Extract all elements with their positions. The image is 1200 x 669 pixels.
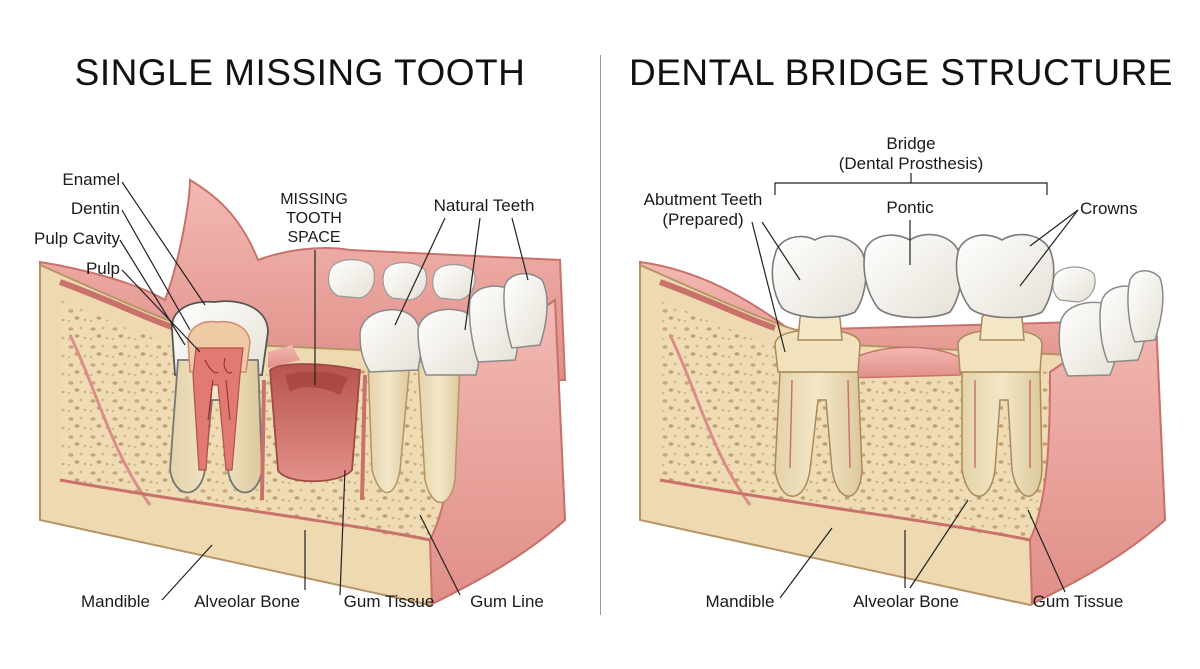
panel-divider [600, 55, 601, 615]
label-gum-line: Gum Line [470, 592, 544, 611]
left-sectioned-molar [169, 300, 269, 494]
label-dentin: Dentin [70, 199, 120, 218]
crown-pontic [863, 233, 963, 319]
left-panel-title: SINGLE MISSING TOOTH [74, 52, 526, 93]
label-mandible-left: Mandible [81, 592, 150, 611]
label-missing-2: TOOTH [286, 210, 342, 227]
label-missing-1: MISSING [280, 191, 348, 208]
right-panel-title: DENTAL BRIDGE STRUCTURE [629, 52, 1173, 93]
label-abutment-1: Abutment Teeth [643, 190, 763, 209]
label-pontic: Pontic [886, 198, 934, 217]
crown-right [955, 233, 1055, 319]
left-leader-lines [119, 181, 529, 601]
left-missing-socket [268, 345, 361, 483]
crown-left [771, 235, 867, 319]
label-natural-teeth: Natural Teeth [433, 196, 535, 215]
left-jaw [39, 178, 567, 607]
right-jaw [639, 233, 1167, 607]
label-missing-3: SPACE [287, 229, 341, 246]
label-enamel: Enamel [62, 170, 120, 189]
label-pulp-cavity: Pulp Cavity [34, 229, 120, 248]
label-bridge-1: Bridge [886, 134, 936, 153]
label-gum-tissue-left: Gum Tissue [343, 592, 435, 611]
right-leader-lines [751, 173, 1079, 599]
label-gum-tissue-right: Gum Tissue [1032, 592, 1124, 611]
right-bridge-prosthesis [771, 233, 1055, 319]
right-gum-side [1028, 298, 1167, 606]
label-abutment-2: (Prepared) [662, 210, 744, 229]
label-alveolar-bone-right: Alveolar Bone [853, 592, 959, 611]
left-natural-teeth [327, 259, 548, 503]
label-mandible-right: Mandible [705, 592, 775, 611]
label-bridge-2: (Dental Prosthesis) [838, 154, 984, 173]
label-pulp: Pulp [85, 259, 120, 278]
label-crowns: Crowns [1080, 199, 1138, 218]
label-alveolar-bone-left: Alveolar Bone [194, 592, 300, 611]
right-abutment-tooth-2 [957, 311, 1043, 497]
